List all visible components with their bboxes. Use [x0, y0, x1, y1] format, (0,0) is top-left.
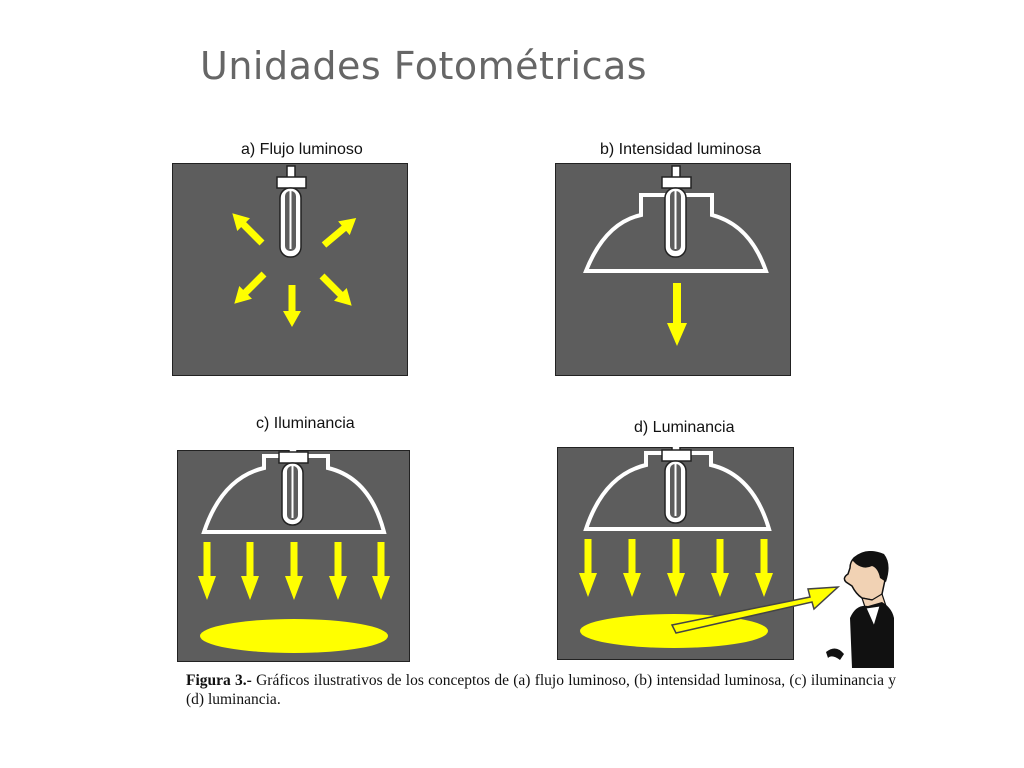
observer-icon [826, 551, 894, 668]
lamp-icon [276, 165, 307, 258]
panel-d-luminance [557, 447, 794, 660]
reflector-icon [583, 451, 772, 531]
panel-c-label: c) Iluminancia [256, 415, 355, 432]
caption-text: Gráficos ilustrativos de los conceptos d… [186, 672, 896, 708]
panel-c-illuminance [177, 450, 410, 662]
caption-prefix: Figura 3.- [186, 672, 252, 689]
panel-b-luminous-intensity [555, 163, 791, 376]
panel-a-luminous-flux [172, 163, 408, 376]
page-title: Unidades Fotométricas [200, 44, 648, 88]
arrow-icon [667, 283, 687, 346]
reflector-icon [201, 454, 387, 534]
panel-a-label: a) Flujo luminoso [241, 141, 363, 158]
lamp-icon [278, 450, 309, 526]
figure-caption: Figura 3.- Gráficos ilustrativos de los … [186, 671, 896, 709]
illuminated-area-icon [200, 619, 388, 653]
lamp-icon [661, 447, 692, 524]
reflected-ray [670, 586, 841, 634]
panel-b-label: b) Intensidad luminosa [600, 141, 761, 158]
reflector-icon [583, 193, 769, 273]
panel-d-label: d) Luminancia [634, 419, 735, 436]
lamp-icon [661, 165, 692, 258]
arrow-icon [670, 586, 841, 634]
